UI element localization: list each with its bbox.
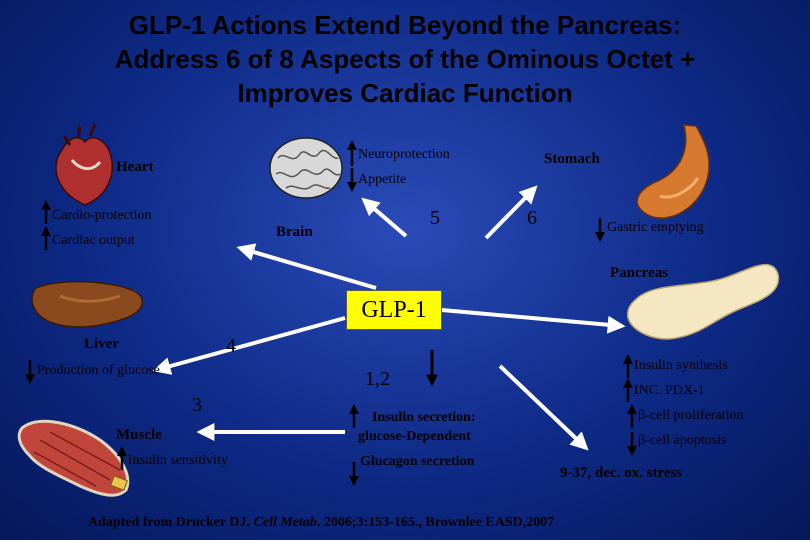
citation-journal: Cell Metab xyxy=(253,515,317,530)
stomach-effect-gastric-emptying: Gastric emptying xyxy=(607,220,704,235)
arrow-to-stomach xyxy=(484,185,538,240)
arrow-to-pancreas xyxy=(441,308,626,334)
stomach-label: Stomach xyxy=(544,151,600,167)
arrow-to-beta-cells xyxy=(498,364,589,451)
heart-effect-cardioprotection: Cardio-protection xyxy=(52,208,152,223)
title-line-3: Improves Cardiac Function xyxy=(237,78,573,108)
brain-effect-appetite: Appetite xyxy=(358,172,407,187)
title-line-1: GLP-1 Actions Extend Beyond the Pancreas… xyxy=(128,10,682,40)
islet-octet-numbers: 1,2 xyxy=(365,368,390,390)
pancreas-effect-beta-proliferation: β-cell proliferation xyxy=(638,408,744,423)
citation-prefix: Adapted from Drucker DJ. xyxy=(88,515,254,530)
brain-label: Brain xyxy=(276,224,313,240)
heart-label: Heart xyxy=(116,159,154,175)
stomach-octet-number: 6 xyxy=(527,207,537,229)
pancreas-note: 9-37, dec. ox. stress xyxy=(560,465,683,481)
brain-octet-number: 5 xyxy=(430,207,440,229)
pancreas-effect-beta-apoptosis: β-cell apoptosis xyxy=(638,433,727,448)
arrow-to-liver xyxy=(152,316,346,375)
heart-effect-cardiac-output: Cardiac output xyxy=(52,233,135,248)
heart-icon xyxy=(55,123,113,206)
citation: Adapted from Drucker DJ. Cell Metab. 200… xyxy=(88,515,554,531)
liver-octet-number: 4 xyxy=(226,335,236,357)
brain-effect-neuroprotection: Neuroprotection xyxy=(358,147,450,162)
arrow-to-brain-center xyxy=(361,197,408,238)
muscle-octet-number: 3 xyxy=(192,394,202,416)
pancreas-label: Pancreas xyxy=(610,265,669,281)
islet-effect-glucose-dependent: glucose-Dependent xyxy=(358,429,471,444)
liver-effect-glucose-production: Production of glucose xyxy=(37,363,160,378)
glp1-center-box: GLP-1 xyxy=(346,290,442,330)
muscle-icon xyxy=(17,419,130,497)
title-line-2: Address 6 of 8 Aspects of the Ominous Oc… xyxy=(114,44,696,74)
islet-effect-glucagon-secretion: Glucagon secretion xyxy=(360,454,475,469)
arrow-to-brain xyxy=(236,243,377,290)
liver-icon xyxy=(31,280,144,328)
pancreas-effect-pdx1: INC. PDX-1 xyxy=(634,383,705,398)
islet-effect-insulin-secretion: Insulin secretion: xyxy=(372,410,476,425)
liver-label: Liver xyxy=(84,336,119,352)
citation-suffix: . 2006;3:153-165., Brownlee EASD,2007 xyxy=(316,515,555,530)
brain-icon xyxy=(269,137,343,199)
slide-title: GLP-1 Actions Extend Beyond the Pancreas… xyxy=(0,8,810,110)
pancreas-effect-insulin-synthesis: Insulin synthesis xyxy=(634,358,728,373)
muscle-label: Muscle xyxy=(116,427,162,443)
muscle-effect-insulin-sensitivity: Insulin sensitivity xyxy=(128,453,228,468)
pancreas-icon xyxy=(626,263,780,340)
stomach-icon xyxy=(636,124,710,219)
